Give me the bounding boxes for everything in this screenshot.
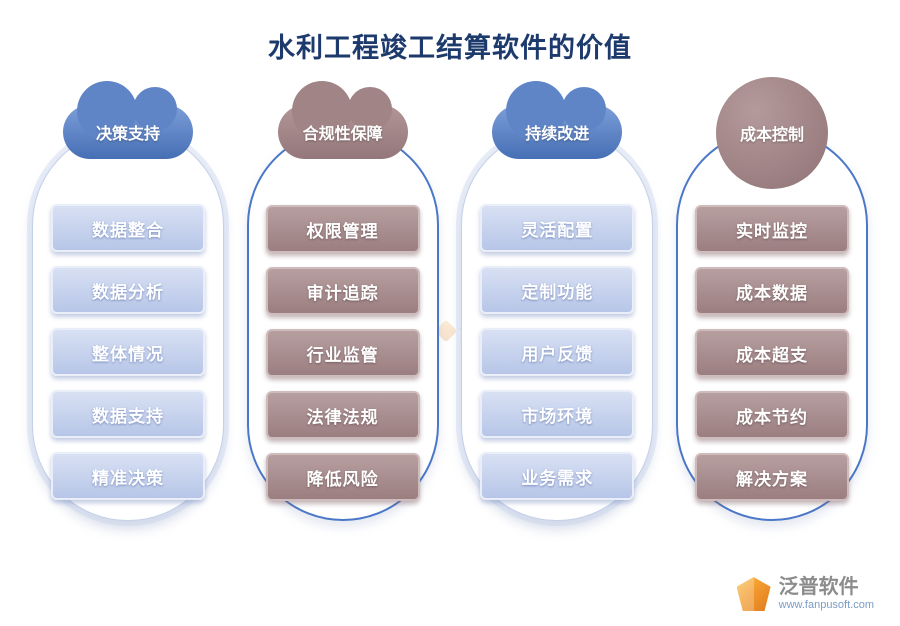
category-circle: 成本控制 [715, 77, 828, 189]
value-item: 实时监控 [694, 205, 849, 253]
value-item: 审计追踪 [265, 267, 420, 315]
value-column: 决策支持数据整合数据分析整体情况数据支持精准决策 [32, 71, 224, 521]
category-label: 决策支持 [95, 126, 160, 143]
category-label: 持续改进 [525, 126, 590, 143]
category-panel: 权限管理审计追踪行业监管法律法规降低风险 [246, 129, 439, 521]
brand-url: www.fanpusoft.com [778, 599, 874, 612]
brand-name: 泛普软件 [778, 576, 859, 599]
value-item: 解决方案 [694, 453, 849, 501]
value-item: 权限管理 [265, 205, 420, 253]
value-item: 业务需求 [480, 452, 635, 500]
category-panel: 实时监控成本数据成本超支成本节约解决方案 [675, 129, 868, 521]
brand-gem-icon [736, 577, 771, 612]
category-cloud: 决策支持 [63, 81, 193, 159]
category-panel: 灵活配置定制功能用户反馈市场环境业务需求 [461, 129, 654, 521]
value-item: 精准决策 [51, 452, 205, 500]
page-title: 水利工程竣工结算软件的价值 [268, 33, 632, 63]
value-item: 成本超支 [694, 329, 849, 377]
value-item: 市场环境 [480, 390, 635, 438]
value-item: 定制功能 [480, 266, 635, 314]
value-item: 数据整合 [51, 204, 205, 252]
value-item: 法律法规 [265, 391, 420, 439]
category-label: 成本控制 [739, 127, 804, 144]
columns-row: 决策支持数据整合数据分析整体情况数据支持精准决策合规性保障权限管理审计追踪行业监… [0, 71, 900, 521]
value-item: 降低风险 [265, 453, 420, 501]
value-item: 成本数据 [694, 267, 849, 315]
value-item: 数据分析 [51, 266, 205, 314]
value-item: 成本节约 [694, 391, 849, 439]
value-column: 成本控制实时监控成本数据成本超支成本节约解决方案 [675, 71, 868, 521]
category-cloud: 持续改进 [492, 81, 623, 159]
value-item: 整体情况 [51, 328, 205, 376]
category-cloud: 合规性保障 [277, 81, 408, 159]
category-panel: 数据整合数据分析整体情况数据支持精准决策 [32, 129, 224, 521]
category-label: 合规性保障 [302, 126, 383, 143]
value-item: 行业监管 [265, 329, 420, 377]
value-item: 灵活配置 [480, 204, 635, 252]
value-item: 数据支持 [51, 390, 205, 438]
footer-logo: 泛普软件 www.fanpusoft.com [736, 576, 874, 612]
value-column: 持续改进灵活配置定制功能用户反馈市场环境业务需求 [461, 71, 654, 521]
value-column: 合规性保障权限管理审计追踪行业监管法律法规降低风险 [246, 71, 439, 521]
value-item: 用户反馈 [480, 328, 635, 376]
